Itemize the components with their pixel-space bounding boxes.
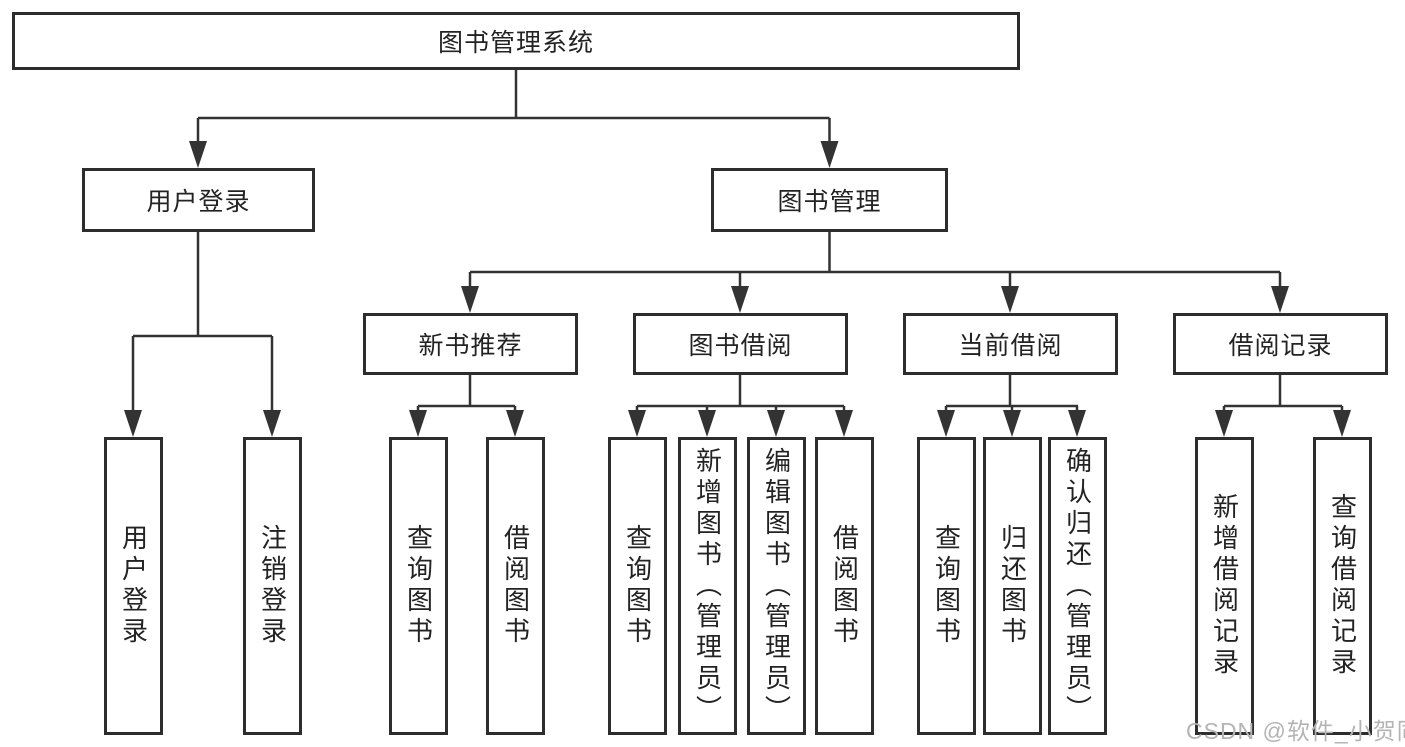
leaf-label: 用户登录 bbox=[118, 524, 149, 648]
leaf-label: 查询借阅记录 bbox=[1327, 493, 1358, 679]
leaf-label: 确认归还（管理员） bbox=[1062, 446, 1093, 726]
leaf-add-borrow-record: 新增借阅记录 bbox=[1195, 437, 1254, 735]
leaf-logout: 注销登录 bbox=[243, 437, 302, 735]
leaf-label: 新增图书（管理员） bbox=[692, 446, 723, 726]
leaf-borrow-book-2: 借阅图书 bbox=[815, 437, 874, 735]
leaf-label: 归还图书 bbox=[997, 524, 1028, 648]
node-new-book-recommend: 新书推荐 bbox=[363, 313, 578, 375]
leaf-return-book: 归还图书 bbox=[983, 437, 1042, 735]
leaf-edit-book-admin: 编辑图书（管理员） bbox=[747, 437, 806, 735]
leaf-query-book-2: 查询图书 bbox=[608, 437, 667, 735]
node-user-login: 用户登录 bbox=[82, 168, 315, 232]
leaf-label: 查询图书 bbox=[931, 524, 962, 648]
leaf-label: 注销登录 bbox=[257, 524, 288, 648]
leaf-label: 新增借阅记录 bbox=[1209, 493, 1240, 679]
leaf-user-login: 用户登录 bbox=[104, 437, 163, 735]
leaf-label: 借阅图书 bbox=[500, 524, 531, 648]
leaf-query-book-3: 查询图书 bbox=[917, 437, 976, 735]
node-book-borrow: 图书借阅 bbox=[633, 313, 848, 375]
leaf-add-book-admin: 新增图书（管理员） bbox=[678, 437, 737, 735]
leaf-label: 编辑图书（管理员） bbox=[761, 446, 792, 726]
csdn-watermark: CSDN @软件_小贺同学 bbox=[1186, 718, 1405, 744]
leaf-query-borrow-record: 查询借阅记录 bbox=[1313, 437, 1372, 735]
leaf-label: 借阅图书 bbox=[829, 524, 860, 648]
leaf-borrow-book-1: 借阅图书 bbox=[486, 437, 545, 735]
leaf-label: 查询图书 bbox=[403, 524, 434, 648]
leaf-query-book-1: 查询图书 bbox=[389, 437, 448, 735]
arrowheads bbox=[124, 141, 1351, 437]
node-root-system: 图书管理系统 bbox=[12, 12, 1020, 70]
node-borrow-record: 借阅记录 bbox=[1173, 313, 1388, 375]
leaf-label: 查询图书 bbox=[622, 524, 653, 648]
node-current-borrow: 当前借阅 bbox=[903, 313, 1118, 375]
node-book-management: 图书管理 bbox=[711, 168, 948, 232]
leaf-confirm-return-admin: 确认归还（管理员） bbox=[1048, 437, 1107, 735]
